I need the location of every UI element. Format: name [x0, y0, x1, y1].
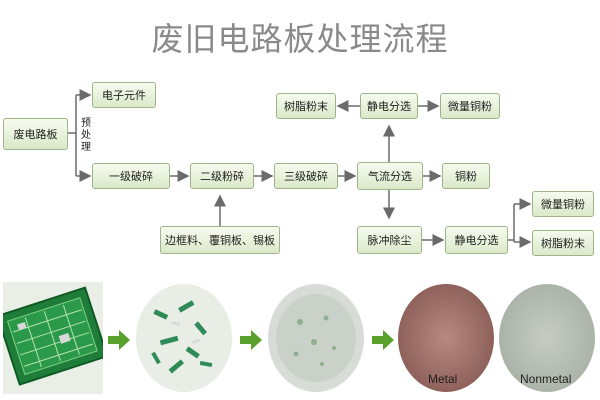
photo-metal-powder: [396, 282, 496, 394]
node-resin-top: 树脂粉末: [276, 93, 336, 119]
node-trace-copper-bottom: 微量铜粉: [532, 191, 594, 217]
node-electronic-parts: 电子元件: [92, 82, 156, 108]
photo-label-nonmetal: Nonmetal: [520, 372, 572, 386]
arrow-step-2-icon: [240, 330, 262, 354]
page-title: 废旧电路板处理流程: [151, 20, 449, 58]
node-secondary-crush: 二级粉碎: [190, 163, 254, 189]
node-copper-powder: 铜粉: [442, 163, 490, 189]
node-air-separation: 气流分选: [357, 162, 423, 190]
node-waste-pcb: 废电路板: [3, 118, 68, 150]
node-pulse-dust: 脉冲除尘: [357, 226, 422, 254]
photo-crushed-board: [134, 282, 234, 394]
node-resin-bottom: 树脂粉末: [532, 230, 594, 256]
node-electrostatic-bottom: 静电分选: [445, 226, 508, 254]
node-trace-copper-top: 微量铜粉: [440, 93, 500, 119]
node-edge-materials: 边框料、覆铜板、锡板: [160, 226, 280, 254]
arrow-step-1-icon: [108, 330, 130, 354]
photo-label-metal: Metal: [428, 372, 458, 386]
photo-circuit-boards: [3, 282, 103, 394]
node-tertiary-crush: 三级破碎: [274, 163, 338, 189]
node-pretreat-label: 预处理: [81, 118, 91, 153]
flow-connectors: [68, 89, 532, 248]
photo-nonmetal-powder: [497, 282, 597, 394]
node-electrostatic-top: 静电分选: [360, 93, 418, 119]
photo-ground-powder: [266, 282, 366, 394]
arrow-step-3-icon: [372, 330, 394, 354]
node-primary-crush: 一级破碎: [92, 163, 170, 189]
